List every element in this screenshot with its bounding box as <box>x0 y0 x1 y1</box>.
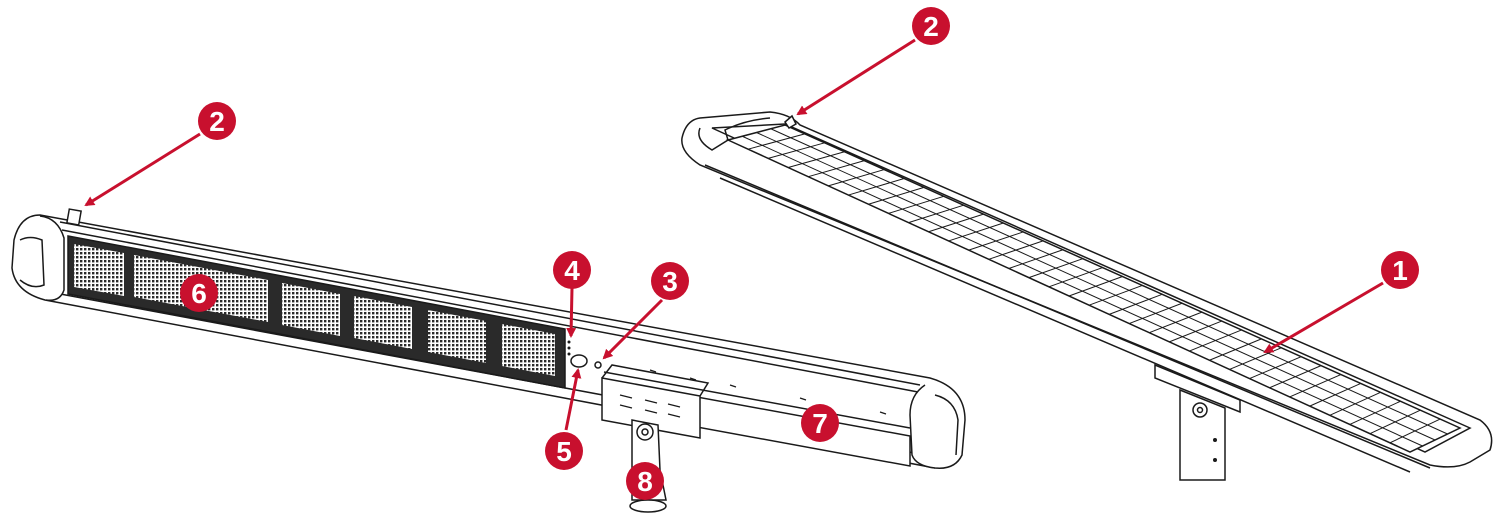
left-sensor-tab <box>66 208 82 226</box>
power-switch <box>594 361 602 369</box>
mounting-bracket-box <box>601 377 701 439</box>
solar-cell-divider <box>742 135 1423 447</box>
callout-7: 7 <box>801 404 839 442</box>
solar-cell-divider <box>770 128 1448 435</box>
led-module <box>282 283 340 336</box>
callout-6: 6 <box>180 274 218 312</box>
solar-end-cap-left <box>698 117 771 151</box>
callout-2-right-label: 2 <box>923 11 939 42</box>
right-pole-hinge-inner <box>1196 406 1204 414</box>
pole-adapter-hinge-inner <box>641 428 649 436</box>
arrow-1 <box>1263 281 1384 354</box>
left-end-cap <box>39 215 65 302</box>
housing-top-rim-inner <box>61 229 919 393</box>
solar-housing-lower-edge-2 <box>719 177 1411 473</box>
bracket-bolts <box>619 394 681 418</box>
right-end-cap-detail <box>934 394 959 456</box>
leader-arrows <box>84 38 1384 431</box>
remote-sensor <box>570 354 588 368</box>
callout-2-left-label: 2 <box>209 106 225 137</box>
callout-4-label: 4 <box>564 255 580 286</box>
led-module <box>428 310 486 363</box>
right-mount-block <box>1154 363 1241 414</box>
arrow-4 <box>566 287 577 338</box>
solar-cell-divider <box>756 132 1436 441</box>
callout-8-label: 8 <box>637 466 653 497</box>
compartment-vents <box>649 369 887 415</box>
solar-housing-lower-edge <box>704 164 1431 469</box>
callout-4: 4 <box>553 251 591 289</box>
led-module <box>74 244 124 296</box>
callout-3: 3 <box>651 262 689 300</box>
right-pole-hinge <box>1192 402 1208 418</box>
callout-3-label: 3 <box>662 266 678 297</box>
left-end-cap-detail <box>19 236 45 288</box>
arrow-2-left <box>84 132 201 207</box>
right-pole-bolts <box>1213 438 1217 462</box>
callout-5: 5 <box>545 432 583 470</box>
sensor-tab-right <box>784 114 797 129</box>
arrow-3 <box>602 298 664 360</box>
led-module <box>502 324 555 376</box>
indicator-lights <box>567 340 571 356</box>
housing-top-rim <box>59 221 921 386</box>
pole-adapter-hinge <box>636 423 654 441</box>
led-modules <box>74 244 555 376</box>
arrow-5 <box>564 368 582 431</box>
callout-2-left: 2 <box>198 102 236 140</box>
right-pole-adapter <box>1179 388 1226 481</box>
callout-5-label: 5 <box>556 436 572 467</box>
solar-cell-grid <box>742 128 1448 447</box>
battery-compartment-edge <box>603 371 911 429</box>
callout-7-label: 7 <box>812 408 828 439</box>
left-fixture-bottom-view <box>11 208 966 513</box>
callout-2-right: 2 <box>912 7 950 45</box>
callout-1-label: 1 <box>1392 255 1408 286</box>
arrow-2-right <box>796 38 916 116</box>
right-end-cap <box>909 384 936 469</box>
callout-8: 8 <box>626 462 664 500</box>
callout-1: 1 <box>1381 251 1419 289</box>
mounting-bracket-top <box>601 364 710 397</box>
callout-6-label: 6 <box>191 278 207 309</box>
led-module <box>354 296 412 349</box>
pole-adapter-base <box>629 499 667 513</box>
